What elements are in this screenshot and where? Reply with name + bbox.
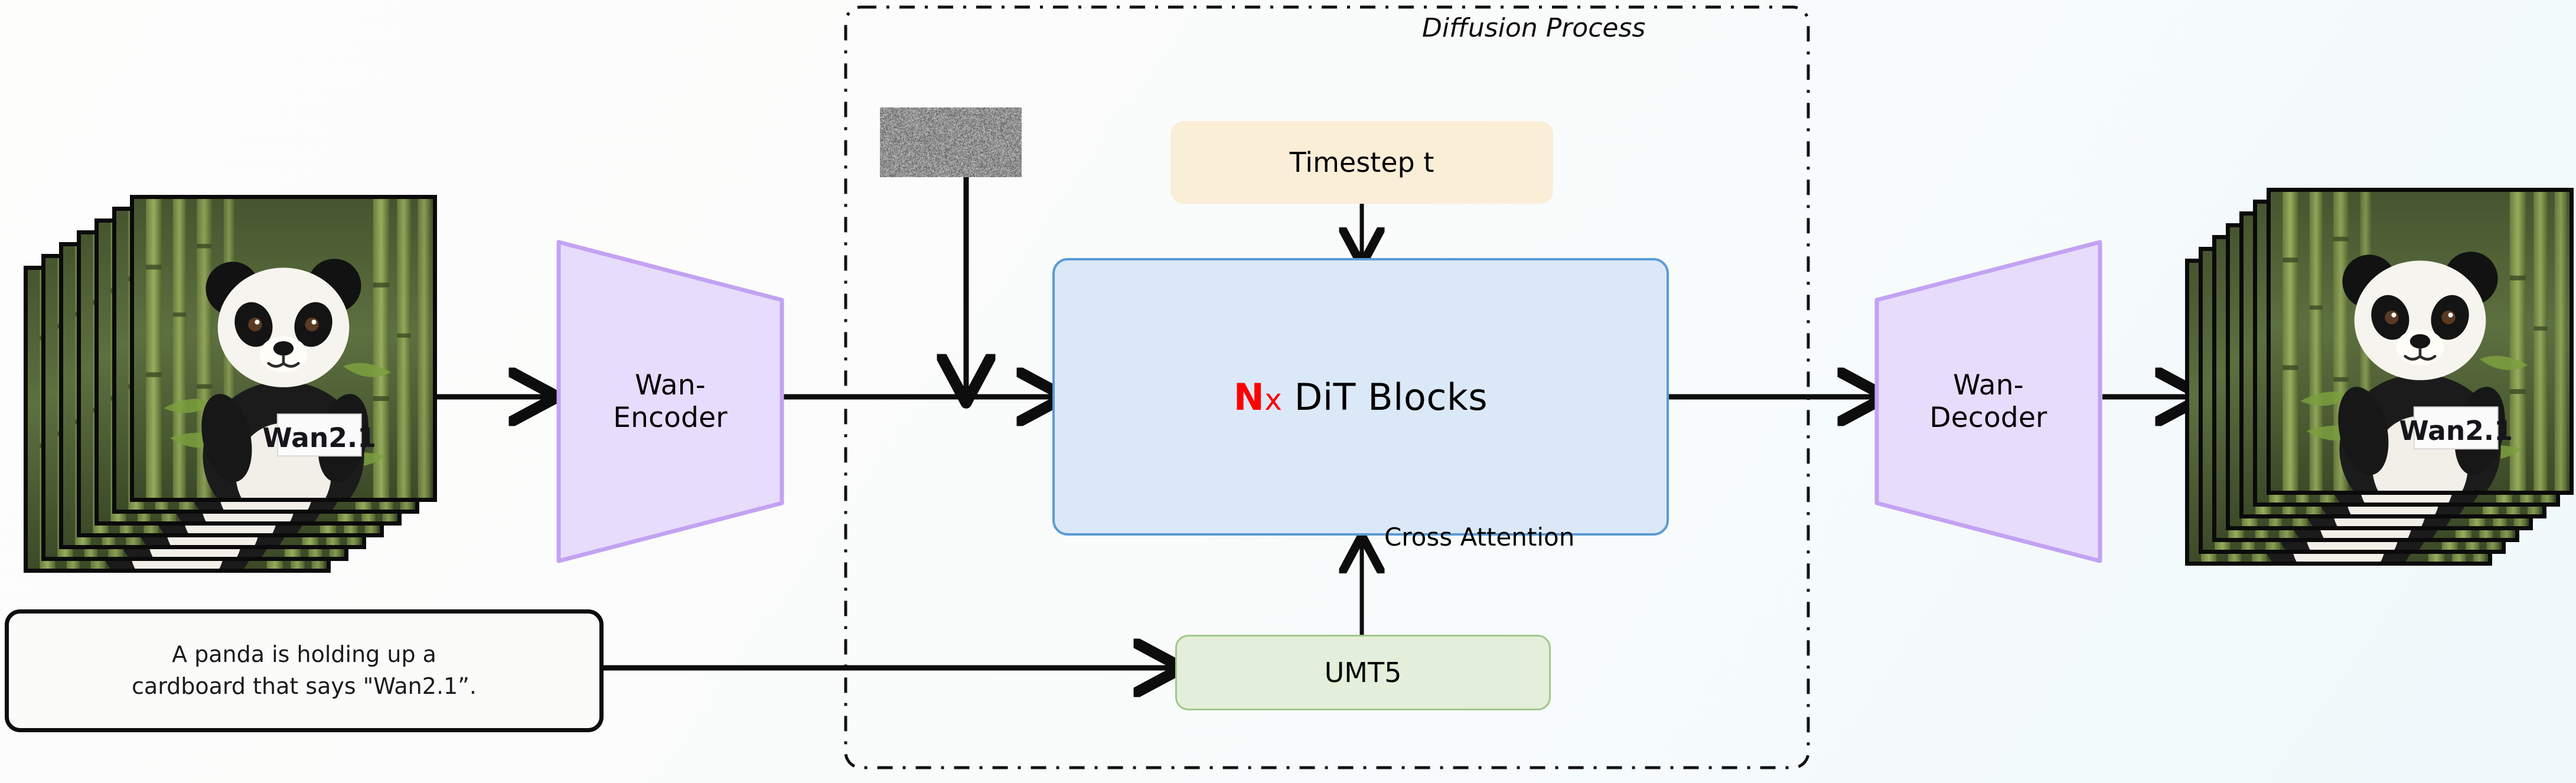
wan-encoder-block[interactable]: Wan- Encoder <box>555 236 785 567</box>
svg-text:Wan2.1: Wan2.1 <box>2399 415 2513 446</box>
dit-blocks-block[interactable]: Nx DiT Blocks <box>1052 258 1669 536</box>
umt5-text-encoder-block[interactable]: UMT5 <box>1175 635 1551 710</box>
output-video-frames: Wan2.1 <box>2185 188 2575 566</box>
gaussian-noise-latent <box>880 107 1022 177</box>
text-prompt-box[interactable]: A panda is holding up a cardboard that s… <box>5 609 604 732</box>
svg-text:Wan2.1: Wan2.1 <box>263 422 376 454</box>
text-prompt-content: A panda is holding up a cardboard that s… <box>116 639 492 703</box>
timestep-block[interactable]: Timestep t <box>1170 121 1553 204</box>
timestep-label: Timestep t <box>1289 146 1434 178</box>
diffusion-process-title: Diffusion Process <box>1422 13 1646 43</box>
dit-times-symbol: x <box>1264 382 1283 417</box>
umt5-label: UMT5 <box>1324 657 1402 689</box>
wan-decoder-label: Wan- Decoder <box>1929 368 2047 434</box>
wan-encoder-label: Wan- Encoder <box>613 368 728 434</box>
dit-blocks-label: Nx DiT Blocks <box>1234 376 1488 419</box>
prompt-line-2: cardboard that says "Wan2.1”. <box>132 673 477 699</box>
prompt-line-1: A panda is holding up a <box>172 641 436 668</box>
wan-decoder-block[interactable]: Wan- Decoder <box>1873 236 2104 567</box>
decoder-shape <box>1874 240 2102 563</box>
encoder-shape <box>556 240 784 563</box>
input-video-frames: Wan2.1 <box>24 195 437 573</box>
dit-repeat-count: N <box>1233 375 1265 419</box>
video-frame: Wan2.1 <box>130 195 437 502</box>
cross-attention-label: Cross Attention <box>1384 523 1575 552</box>
video-frame: Wan2.1 <box>2267 188 2574 495</box>
dit-blocks-text: DiT Blocks <box>1294 375 1488 419</box>
